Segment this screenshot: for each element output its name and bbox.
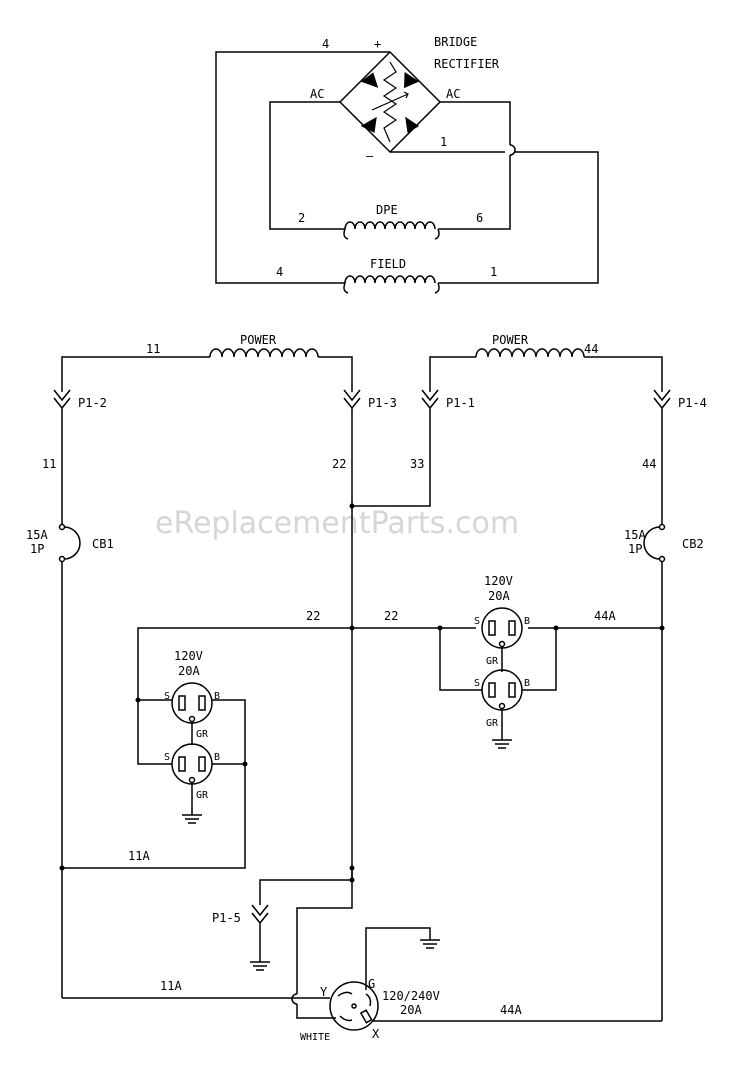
diode-top-right [404, 71, 420, 89]
wire-label-4-top: 4 [322, 37, 329, 51]
recept-right-lower-b: B [524, 678, 530, 689]
wire-11a-mid [62, 764, 246, 869]
recept-left-upper-gr: GR [196, 729, 209, 740]
wire-label-11-mid: 11 [42, 457, 56, 471]
wire-label-6: 6 [476, 211, 483, 225]
receptacle-right-lower [481, 669, 523, 711]
wire-2 [269, 101, 345, 230]
bridge-title-line2: RECTIFIER [434, 57, 500, 71]
twist-lock-receptacle [329, 981, 379, 1031]
power-coil-right [475, 348, 585, 358]
wire-label-11a-bottom: 11A [160, 979, 182, 993]
connector-p1-5 [251, 904, 269, 925]
bridge-ac-right-label: AC [446, 87, 460, 101]
cb1-label: CB1 [92, 537, 114, 551]
wire-label-44-top: 44 [584, 342, 598, 356]
diode-bottom-left [360, 116, 377, 133]
recept-right-lower-gr: GR [486, 718, 499, 729]
wire-label-4-bottom: 4 [276, 265, 283, 279]
receptacle-right-upper [481, 607, 523, 649]
power-coil-left [209, 348, 319, 358]
wire-label-11-top: 11 [146, 342, 160, 356]
circuit-breaker-cb2 [643, 523, 666, 563]
wire-4-loop [215, 51, 390, 284]
recept-left-amps: 20A [178, 664, 200, 678]
recept-right-lower-s: S [474, 678, 480, 689]
twist-lock-g: G [368, 977, 375, 991]
wire-33-top [429, 356, 476, 392]
connector-p1-3 [343, 389, 361, 410]
field-coil [343, 275, 440, 294]
recept-right-volts: 120V [484, 574, 513, 588]
wire-22-bus-left [137, 627, 352, 700]
recept-left-volts: 120V [174, 649, 203, 663]
wire-label-2: 2 [298, 211, 305, 225]
wire-label-44a-bus: 44A [594, 609, 616, 623]
circuit-breaker-cb1 [58, 523, 81, 563]
power-left-label: POWER [240, 333, 277, 347]
bridge-minus-label: – [366, 149, 374, 163]
recept-left-lower-b: B [214, 752, 220, 763]
power-right-label: POWER [492, 333, 529, 347]
connector-p1-1 [421, 389, 439, 410]
wire-label-44-mid: 44 [642, 457, 656, 471]
bridge-rectifier [338, 50, 442, 154]
cb2-label: CB2 [682, 537, 704, 551]
recept-right-upper-gr: GR [486, 656, 499, 667]
wire-label-33: 33 [410, 457, 424, 471]
cb2-rating-2: 1P [628, 542, 642, 556]
receptacle-left-upper [171, 682, 213, 724]
recept-left-upper-b: B [214, 691, 220, 702]
twist-lock-white: WHITE [300, 1032, 330, 1043]
recept-right-upper-s: S [474, 616, 480, 627]
recept-right-upper-b: B [524, 616, 530, 627]
diode-top-left [360, 72, 379, 88]
cb1-rating-2: 1P [30, 542, 44, 556]
bridge-title-line1: BRIDGE [434, 35, 477, 49]
field-label: FIELD [370, 257, 406, 271]
dpe-label: DPE [376, 203, 398, 217]
watermark: eReplacementParts.com [155, 506, 519, 541]
diode-bottom-right [405, 116, 420, 133]
connector-p1-4 [653, 389, 671, 410]
twist-lock-y: Y [320, 985, 328, 999]
twist-lock-volts: 120/240V [382, 989, 440, 1003]
wire-label-1-top: 1 [440, 135, 447, 149]
wire-label-22-bus-left: 22 [306, 609, 320, 623]
ground-symbol-left [182, 814, 202, 824]
p1-2-label: P1-2 [78, 396, 107, 410]
recept-left-upper-s: S [164, 691, 170, 702]
receptacle-left-lower [171, 743, 213, 785]
wire-label-22-mid: 22 [332, 457, 346, 471]
p1-4-label: P1-4 [678, 396, 707, 410]
wire-6 [440, 101, 511, 145]
ground-symbol-twist-lock [420, 939, 440, 949]
bridge-plus-label: + [374, 37, 381, 51]
recept-left-lower-s: S [164, 752, 170, 763]
p1-1-label: P1-1 [446, 396, 475, 410]
recept-left-lower-gr: GR [196, 790, 209, 801]
dpe-coil [343, 221, 440, 240]
wire-label-22-bus-right: 22 [384, 609, 398, 623]
ground-symbol-p1-5 [250, 961, 270, 971]
ground-symbol-right [492, 739, 512, 749]
p1-3-label: P1-3 [368, 396, 397, 410]
wire-label-44a-bottom: 44A [500, 1003, 522, 1017]
p1-5-label: P1-5 [212, 911, 241, 925]
varistor [382, 61, 398, 143]
twist-lock-x: X [372, 1027, 380, 1041]
wire-label-1-bottom: 1 [490, 265, 497, 279]
wire-label-11a-mid: 11A [128, 849, 150, 863]
cb2-rating-1: 15A [624, 528, 646, 542]
twist-lock-amps: 20A [400, 1003, 422, 1017]
recept-right-amps: 20A [488, 589, 510, 603]
connector-p1-2 [53, 389, 71, 410]
cb1-rating-1: 15A [26, 528, 48, 542]
wire-11-top [61, 356, 210, 392]
bridge-ac-left-label: AC [310, 87, 324, 101]
